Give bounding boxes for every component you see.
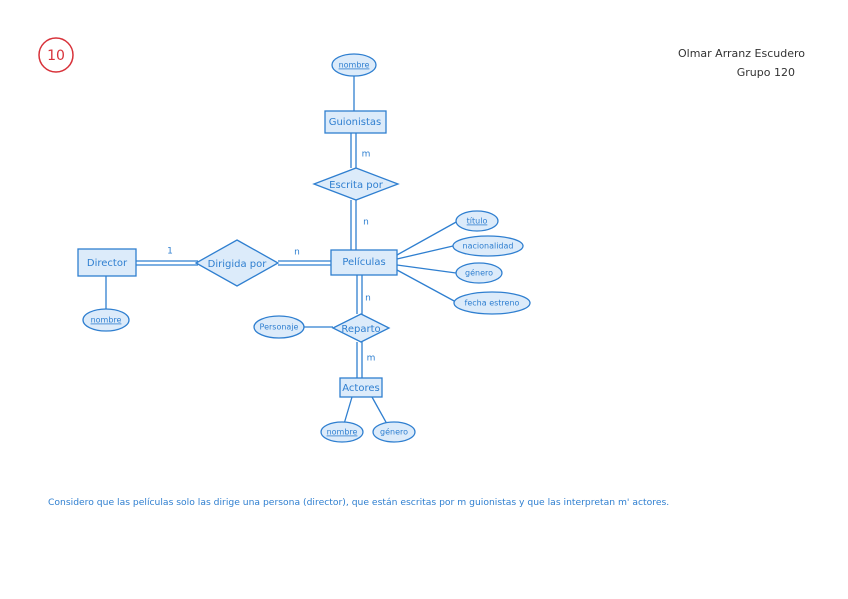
attr-guionistas-nombre-label: nombre (339, 61, 370, 70)
connector-lines (105, 76, 459, 425)
relationship-dirigida-por (194, 239, 280, 287)
cardinality-guionistas-escrita: m (362, 150, 371, 160)
entity-director (77, 248, 137, 277)
design-note: Considero que las películas solo las dir… (48, 497, 669, 508)
attr-actores-genero-label: género (380, 427, 408, 437)
attr-titulo (455, 210, 499, 232)
attr-director-nombre-label: nombre (91, 316, 122, 325)
attr-pelicula-genero-label: género (465, 268, 493, 278)
entity-peliculas (330, 249, 398, 276)
entity-peliculas-label: Películas (342, 256, 385, 268)
attr-personaje (253, 315, 305, 339)
attr-actores-genero (372, 421, 416, 443)
cardinality-dirigida-peliculas: n (294, 248, 300, 258)
cardinality-director-dirigida: 1 (167, 247, 173, 257)
entity-actores (339, 377, 383, 398)
entity-guionistas-label: Guionistas (329, 117, 382, 128)
relationship-reparto-label: Reparto (341, 324, 380, 335)
attr-fecha-estreno-label: fecha estreno (465, 299, 520, 308)
attr-personaje-label: Personaje (260, 323, 299, 332)
attr-director-nombre (82, 308, 130, 332)
attr-nacionalidad-label: nacionalidad (463, 242, 514, 251)
relationship-escrita-por-label: Escrita por (329, 180, 384, 191)
attr-fecha-estreno (453, 291, 531, 315)
attr-actores-nombre-label: nombre (327, 428, 358, 437)
entity-director-label: Director (87, 258, 128, 269)
attr-titulo-label: título (467, 217, 488, 226)
page-number-circle (38, 37, 74, 73)
cardinality-peliculas-reparto: n (365, 294, 371, 304)
attr-nacionalidad (452, 235, 524, 257)
entity-guionistas (324, 110, 387, 134)
cardinality-reparto-actores: m (367, 354, 376, 364)
attr-guionistas-nombre (331, 53, 377, 77)
attr-pelicula-genero (455, 262, 503, 284)
relationship-dirigida-por-label: Dirigida por (208, 259, 268, 270)
relationship-escrita-por (312, 167, 400, 201)
attr-actores-nombre (320, 421, 364, 443)
author-group: Grupo 120 (737, 66, 795, 79)
cardinality-escrita-peliculas: n (363, 218, 369, 228)
relationship-reparto (331, 313, 391, 343)
entity-actores-label: Actores (342, 383, 379, 394)
author-name: Olmar Arranz Escudero (678, 47, 805, 60)
page-number: 10 (47, 48, 65, 64)
